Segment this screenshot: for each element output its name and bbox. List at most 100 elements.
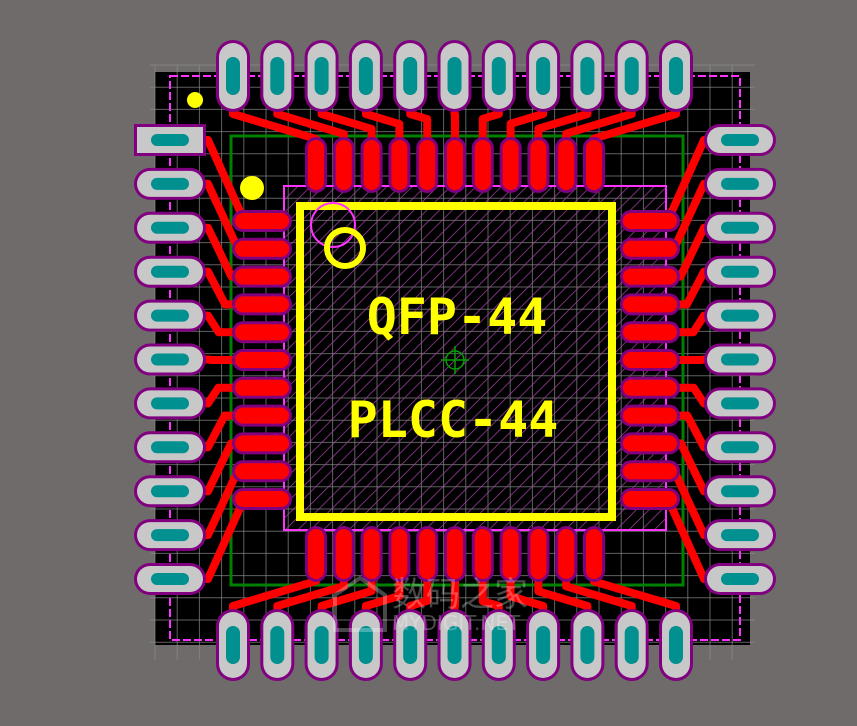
plcc-pad-top-hole xyxy=(270,57,285,95)
qfp-pad-right xyxy=(623,491,677,507)
plcc-pad-right-hole xyxy=(721,573,759,585)
qfp-pad-top xyxy=(308,140,324,190)
qfp-pad-right xyxy=(623,268,677,285)
qfp-pad-bottom xyxy=(502,529,519,579)
qfp-pad-right xyxy=(623,213,677,229)
plcc-pad-top-hole xyxy=(669,57,683,95)
plcc-pad-bottom-hole xyxy=(314,626,329,664)
plcc-pad-bottom-hole xyxy=(536,626,551,664)
qfp-pad-top xyxy=(558,140,575,190)
plcc-pad-top-hole xyxy=(403,57,418,95)
plcc-pad-bottom-hole xyxy=(624,626,639,664)
plcc-label: PLCC-44 xyxy=(348,391,559,449)
pin1-marker-circle xyxy=(324,227,366,269)
plcc-pad-right-hole xyxy=(721,134,759,146)
plcc-pad-top-hole xyxy=(358,57,373,95)
qfp-pad-right xyxy=(623,296,677,313)
qfp-pad-left xyxy=(235,240,289,257)
plcc-pad-bottom-hole xyxy=(403,626,418,664)
qfp-pad-right xyxy=(623,463,677,480)
silkscreen-body-outline xyxy=(296,202,616,521)
qfp-pad-top xyxy=(474,140,491,190)
plcc-pad-top-hole xyxy=(536,57,551,95)
qfp-pad-top xyxy=(502,140,519,190)
qfp-pad-right xyxy=(623,379,677,396)
plcc-pad-top-hole xyxy=(624,57,639,95)
plcc-pad-left-hole xyxy=(151,134,189,146)
plcc-pad-left-hole xyxy=(151,265,189,278)
watermark-house-icon xyxy=(333,575,387,632)
qfp-pad-left xyxy=(235,352,289,368)
plcc-pad-left-hole xyxy=(151,441,189,454)
qfp-pad-top xyxy=(363,140,380,190)
plcc-pad-left-hole xyxy=(151,177,189,190)
plcc-pad-left-hole xyxy=(151,309,189,322)
qfp-pad-left xyxy=(235,435,289,452)
qfp-pad-right xyxy=(623,435,677,452)
plcc-pad-left-hole xyxy=(151,221,189,234)
qfp-pad-bottom xyxy=(530,529,547,579)
qfp-pad-right xyxy=(623,324,677,341)
qfp-pad-top xyxy=(530,140,547,190)
plcc-pad-left-hole xyxy=(151,529,189,542)
qfp-pad-top xyxy=(586,140,602,190)
qfp-pad-bottom xyxy=(391,529,408,579)
qfp-pad-right xyxy=(623,240,677,257)
plcc-pad-bottom-hole xyxy=(270,626,285,664)
plcc-pad-bottom-hole xyxy=(580,626,595,664)
qfp-label: QFP-44 xyxy=(367,288,548,346)
qfp-pad-left xyxy=(235,268,289,285)
qfp-pad-left xyxy=(235,407,289,424)
qfp-pad-left xyxy=(235,379,289,396)
keepout-hatch xyxy=(283,185,667,531)
plcc-pad-right-hole xyxy=(721,265,759,278)
plcc-pad-right-hole xyxy=(721,397,759,410)
qfp-pad-bottom xyxy=(474,529,491,579)
qfp-pad-right xyxy=(623,352,677,368)
plcc-pad-top-hole xyxy=(580,57,595,95)
qfp-pad-bottom xyxy=(419,529,436,579)
qfp-pad-top xyxy=(391,140,408,190)
qfp-pad-bottom xyxy=(335,529,352,579)
qfp-pad-right xyxy=(623,407,677,424)
qfp-pad-left xyxy=(235,463,289,480)
plcc-pad-left-hole xyxy=(151,353,189,366)
plcc-pad-top-hole xyxy=(226,57,240,95)
plcc-pad-left-hole xyxy=(151,397,189,410)
plcc-pad-right-hole xyxy=(721,221,759,234)
watermark-logo xyxy=(333,575,387,632)
qfp-pad-left xyxy=(235,324,289,341)
qfp-pad-top xyxy=(447,140,463,190)
qfp-pad-bottom xyxy=(558,529,575,579)
qfp-pad-left xyxy=(235,296,289,313)
plcc-pad-bottom-hole xyxy=(447,626,462,664)
plcc-pad-right-hole xyxy=(721,529,759,542)
qfp-pad-bottom xyxy=(586,529,602,579)
qfp-pad-top xyxy=(419,140,436,190)
qfp-pad-left xyxy=(235,213,289,229)
plcc-pad-bottom-hole xyxy=(491,626,506,664)
plcc-pad-left-hole xyxy=(151,573,189,585)
plcc-pad-right-hole xyxy=(721,441,759,454)
qfp-pad-bottom xyxy=(363,529,380,579)
plcc-pad-right-hole xyxy=(721,353,759,366)
plcc-pad-top-hole xyxy=(314,57,329,95)
plcc-pad-left-hole xyxy=(151,485,189,498)
qfp-pad-left xyxy=(235,491,289,507)
plcc-pad-bottom-hole xyxy=(358,626,373,664)
qfp-pad-bottom xyxy=(447,529,463,579)
plcc-pad-right-hole xyxy=(721,485,759,498)
watermark-cn: 数码之家 xyxy=(392,575,528,615)
plcc-pad-top-hole xyxy=(491,57,506,95)
plcc-pad-right-hole xyxy=(721,309,759,322)
pin1-dot-plcc xyxy=(187,92,203,108)
plcc-pad-bottom-hole xyxy=(226,626,240,664)
plcc-pad-right-hole xyxy=(721,177,759,190)
plcc-pad-top-hole xyxy=(447,57,462,95)
watermark-en: MYDIGIT.NET xyxy=(392,611,521,635)
pin1-dot-qfp xyxy=(240,176,264,200)
qfp-pad-top xyxy=(335,140,352,190)
qfp-pad-bottom xyxy=(308,529,324,579)
